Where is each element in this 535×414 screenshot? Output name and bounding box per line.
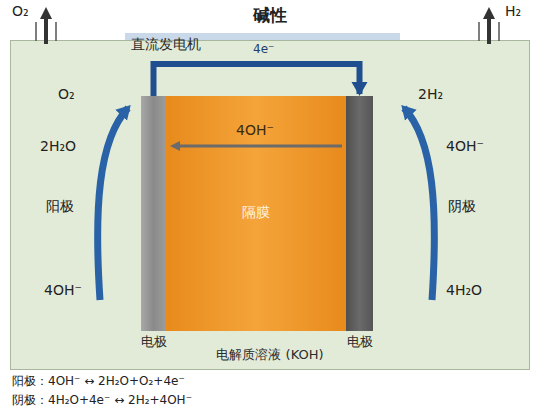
- node-text: 电极: [141, 334, 167, 350]
- cathode-electrode: 电极: [346, 96, 373, 331]
- node-text: 电解质溶液 (KOH): [11, 347, 529, 363]
- flow-arrow: [98, 108, 128, 300]
- gas-outlet: [36, 22, 499, 41]
- flow-arrow: [404, 108, 434, 300]
- text-label: 4OH⁻: [236, 122, 274, 139]
- text-label: 阳极：4OH⁻ ↔ 2H₂O+O₂+4e⁻: [12, 374, 185, 388]
- gas-arrow: [487, 12, 491, 44]
- anode-electrode: 电极: [141, 96, 166, 331]
- text-label: O₂: [58, 86, 75, 103]
- text-label: 4OH⁻: [446, 138, 484, 155]
- dc-wire: [154, 64, 360, 96]
- node-text: 隔膜: [166, 204, 346, 221]
- text-label: 阴极：4H₂O+4e⁻ ↔ 2H₂+4OH⁻: [12, 393, 192, 407]
- text-label: 4H₂O: [446, 282, 482, 299]
- text-label: 阳极: [46, 198, 74, 215]
- text-label: O₂: [12, 3, 29, 20]
- diagram-title: 碱性: [2, 5, 535, 25]
- text-label: 2H₂: [418, 86, 443, 103]
- text-label: 4OH⁻: [44, 282, 82, 299]
- text-label: 阴极: [448, 198, 476, 215]
- ion-arrow: [174, 145, 342, 148]
- node-text: 电极: [347, 334, 373, 350]
- text-label: 2H₂O: [40, 138, 76, 155]
- text-label: H₂: [505, 3, 521, 20]
- node-text: 4e⁻: [253, 42, 274, 56]
- gas-arrow: [44, 12, 48, 44]
